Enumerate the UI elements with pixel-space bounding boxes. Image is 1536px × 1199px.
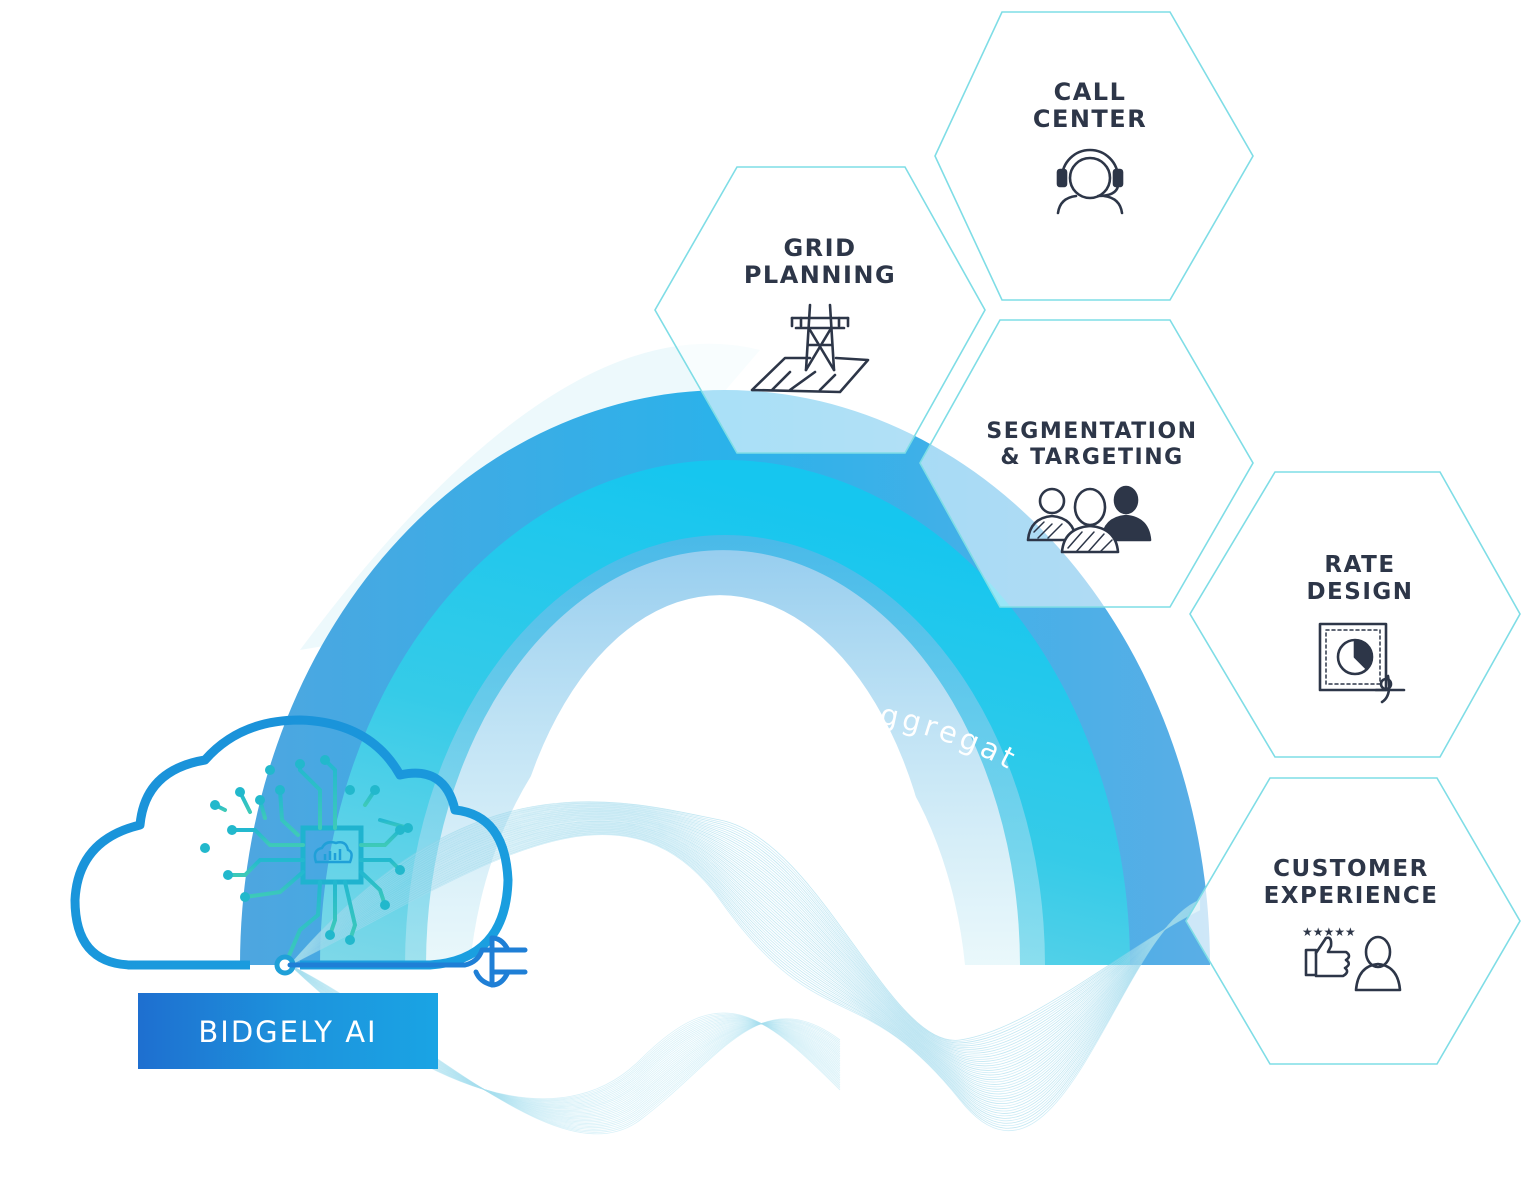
wave-line — [289, 833, 1201, 1129]
svg-text:★★★★★: ★★★★★ — [1302, 925, 1356, 939]
wave-line — [289, 807, 1201, 1054]
wave-line — [289, 814, 1201, 1071]
hex-segmentation-title-line2: & TARGETING — [1000, 445, 1183, 470]
hex-customer-experience[interactable]: CUSTOMER EXPERIENCE ★★★★★ — [1185, 777, 1521, 1065]
people-group-icon — [1026, 485, 1152, 554]
wave-line — [289, 801, 1201, 1041]
wave-line — [289, 824, 1201, 1102]
bidgely-ai-label: BIDGELY AI — [198, 1015, 377, 1049]
wave-line — [289, 829, 1201, 1117]
wave-line — [289, 811, 1201, 1062]
hex-customer-experience-title-line2: EXPERIENCE — [1264, 883, 1439, 909]
wave-line — [289, 816, 1201, 1078]
wave-line — [289, 823, 1201, 1097]
wave-line — [289, 804, 1201, 1047]
wave-line — [289, 827, 1201, 1112]
wave-line — [289, 818, 1201, 1083]
wave-line — [289, 819, 1201, 1088]
wave-line — [289, 802, 1201, 1044]
wave-line — [289, 811, 1201, 1065]
wave-line — [289, 819, 1201, 1085]
wave-line — [289, 831, 1201, 1122]
headset-agent-icon — [1056, 148, 1124, 215]
hex-rate-design-title-line2: DESIGN — [1306, 579, 1413, 605]
wave-line — [289, 803, 1201, 1045]
hex-call-center-title-line1: CALL — [1054, 78, 1127, 106]
hex-segmentation-title-line1: SEGMENTATION — [986, 419, 1197, 444]
hex-grid-planning[interactable]: GRID PLANNING — [654, 166, 986, 454]
wave-line — [289, 806, 1201, 1050]
thumbs-up-person-icon: ★★★★★ — [1302, 925, 1402, 992]
hex-segmentation-targeting[interactable]: SEGMENTATION & TARGETING — [919, 319, 1254, 608]
wave-line — [289, 813, 1201, 1069]
wave-line — [289, 809, 1201, 1058]
wave-line — [289, 812, 1201, 1067]
hex-call-center[interactable]: CALL CENTER — [934, 11, 1254, 301]
hex-grid-planning-title-line2: PLANNING — [744, 261, 896, 289]
wave-line — [289, 810, 1201, 1060]
bidgely-ai-badge: BIDGELY AI — [138, 993, 438, 1069]
wave-line — [289, 807, 1201, 1052]
wave-line — [289, 822, 1201, 1095]
hex-customer-experience-title-line1: CUSTOMER — [1273, 856, 1429, 882]
wave-line — [289, 834, 1201, 1132]
wave-line — [289, 825, 1201, 1104]
transmission-tower-icon — [750, 303, 870, 394]
hex-rate-design[interactable]: RATE DESIGN — [1189, 471, 1521, 758]
arch-innermost-band — [405, 535, 1045, 965]
wave-line — [289, 805, 1201, 1048]
wave-line — [289, 827, 1201, 1109]
wave-line — [289, 802, 1201, 1042]
wave-line — [289, 831, 1201, 1124]
arch-inner-band — [320, 460, 1130, 965]
rate-dial-icon — [1318, 622, 1406, 704]
wave-line — [289, 823, 1201, 1100]
wave-line — [289, 820, 1201, 1090]
wave-line — [289, 828, 1201, 1114]
wave-line — [289, 815, 1201, 1073]
wave-line — [289, 815, 1201, 1076]
wave-line — [289, 830, 1201, 1119]
wave-line — [289, 821, 1201, 1092]
hex-rate-design-title-line1: RATE — [1324, 552, 1395, 578]
cloud-circuit-icon — [70, 715, 513, 976]
wave-line — [289, 832, 1201, 1127]
power-plug-icon — [287, 935, 528, 988]
hex-call-center-title-line2: CENTER — [1033, 105, 1147, 133]
wave-line — [289, 817, 1201, 1080]
wave-line — [289, 808, 1201, 1056]
hex-grid-planning-title-line1: GRID — [783, 234, 856, 262]
wave-line — [289, 826, 1201, 1107]
